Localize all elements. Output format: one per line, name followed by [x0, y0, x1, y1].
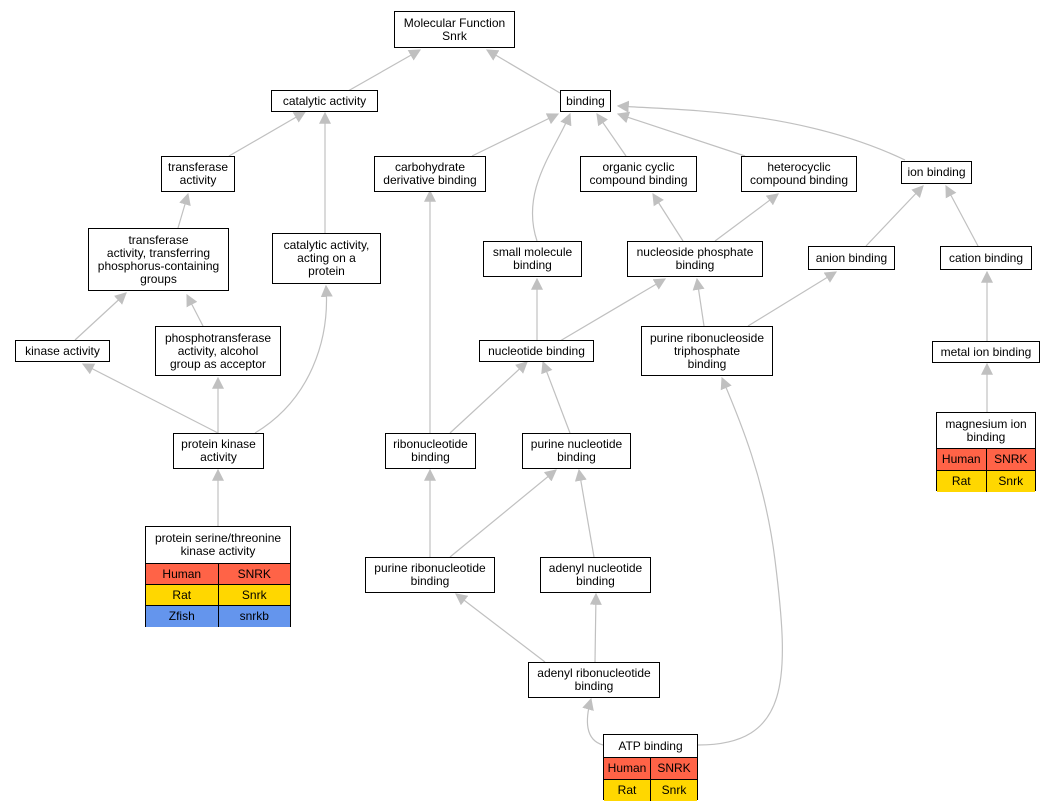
node-organic-cyclic-compound-binding[interactable]: organic cyclic compound binding: [580, 156, 697, 192]
species-label: Human: [607, 761, 647, 775]
species-label: Human: [162, 566, 202, 581]
node-transferase-phosphorus[interactable]: transferase activity, transferring phosp…: [88, 228, 229, 291]
node-protein-kinase-activity[interactable]: protein kinase activity: [173, 433, 264, 469]
edge: [616, 100, 906, 161]
gene-row-zfish: Zfish snrkb: [146, 606, 290, 627]
edge: [945, 184, 979, 247]
edge: [449, 361, 528, 434]
node-anion-binding[interactable]: anion binding: [808, 246, 895, 270]
gene-node-title: magnesium ion binding: [937, 413, 1035, 449]
node-binding[interactable]: binding: [560, 90, 611, 112]
edge: [186, 293, 204, 327]
gene-node-title: ATP binding: [604, 735, 697, 758]
edge: [697, 376, 783, 746]
gene-row-rat: Rat Snrk: [604, 780, 697, 801]
edge: [177, 192, 191, 229]
node-transferase-activity[interactable]: transferase activity: [161, 156, 235, 192]
node-protein-serine-threonine-kinase[interactable]: protein serine/threonine kinase activity…: [145, 526, 291, 627]
edge: [228, 111, 307, 157]
gene-label: snrkb: [217, 606, 291, 627]
gene-row-human: Human SNRK: [604, 758, 697, 780]
gene-row-human: Human SNRK: [146, 564, 290, 585]
species-label: Human: [941, 452, 981, 466]
node-purine-ribonucleoside-triphosphate[interactable]: purine ribonucleoside triphosphate bindi…: [641, 326, 773, 376]
edge: [747, 271, 838, 327]
edge: [81, 363, 219, 434]
gene-row-rat: Rat Snrk: [937, 471, 1035, 492]
node-ribonucleotide-binding[interactable]: ribonucleotide binding: [385, 433, 476, 469]
edge: [455, 593, 546, 663]
node-adenyl-ribonucleotide-binding[interactable]: adenyl ribonucleotide binding: [528, 662, 660, 698]
node-heterocyclic-compound-binding[interactable]: heterocyclic compound binding: [741, 156, 857, 192]
species-label: Rat: [617, 783, 637, 797]
edge: [596, 113, 627, 157]
gene-label: SNRK: [650, 758, 697, 779]
edge: [589, 592, 602, 663]
edge: [254, 284, 333, 434]
node-catalytic-acting-on-protein[interactable]: catalytic activity, acting on a protein: [272, 233, 381, 284]
edge: [449, 469, 557, 558]
species-label: Rat: [951, 474, 971, 488]
node-purine-ribonucleotide-binding[interactable]: purine ribonucleotide binding: [365, 557, 495, 593]
edge: [541, 360, 571, 434]
gene-node-title: protein serine/threonine kinase activity: [146, 527, 290, 564]
species-label: Rat: [172, 587, 192, 602]
edge: [485, 49, 561, 94]
node-nucleoside-phosphate-binding[interactable]: nucleoside phosphate binding: [627, 241, 763, 277]
species-label: Zfish: [168, 609, 195, 623]
node-ion-binding[interactable]: ion binding: [901, 161, 972, 184]
node-small-molecule-binding[interactable]: small molecule binding: [483, 241, 582, 277]
edge: [714, 193, 779, 242]
node-phosphotransferase-alcohol[interactable]: phosphotransferase activity, alcohol gro…: [155, 326, 281, 376]
node-kinase-activity[interactable]: kinase activity: [15, 340, 110, 362]
edge: [347, 49, 422, 92]
node-molecular-function[interactable]: Molecular Function Snrk: [394, 11, 515, 48]
node-metal-ion-binding[interactable]: metal ion binding: [932, 341, 1040, 363]
node-nucleotide-binding[interactable]: nucleotide binding: [479, 340, 594, 362]
gene-label: SNRK: [217, 564, 291, 584]
edge: [531, 112, 572, 242]
node-adenyl-nucleotide-binding[interactable]: adenyl nucleotide binding: [540, 557, 651, 593]
gene-row-rat: Rat Snrk: [146, 585, 290, 606]
edge: [574, 468, 595, 558]
edge: [865, 185, 924, 247]
edge: [692, 277, 705, 327]
node-purine-nucleotide-binding[interactable]: purine nucleotide binding: [522, 433, 631, 469]
edge: [74, 292, 127, 341]
node-magnesium-ion-binding[interactable]: magnesium ion binding Human SNRK Rat Snr…: [936, 412, 1036, 492]
gene-label: Snrk: [650, 780, 697, 801]
edge: [652, 192, 684, 242]
node-cation-binding[interactable]: cation binding: [940, 246, 1032, 270]
gene-label: SNRK: [985, 449, 1036, 470]
gene-label: Snrk: [985, 471, 1036, 492]
node-atp-binding[interactable]: ATP binding Human SNRK Rat Snrk: [603, 734, 698, 801]
edge: [559, 278, 667, 342]
node-catalytic-activity[interactable]: catalytic activity: [271, 90, 378, 112]
edge: [616, 111, 746, 157]
gene-row-human: Human SNRK: [937, 449, 1035, 471]
edge: [582, 697, 604, 746]
edge: [471, 113, 560, 157]
gene-label: Snrk: [217, 585, 291, 605]
node-carbohydrate-derivative-binding[interactable]: carbohydrate derivative binding: [374, 156, 486, 192]
